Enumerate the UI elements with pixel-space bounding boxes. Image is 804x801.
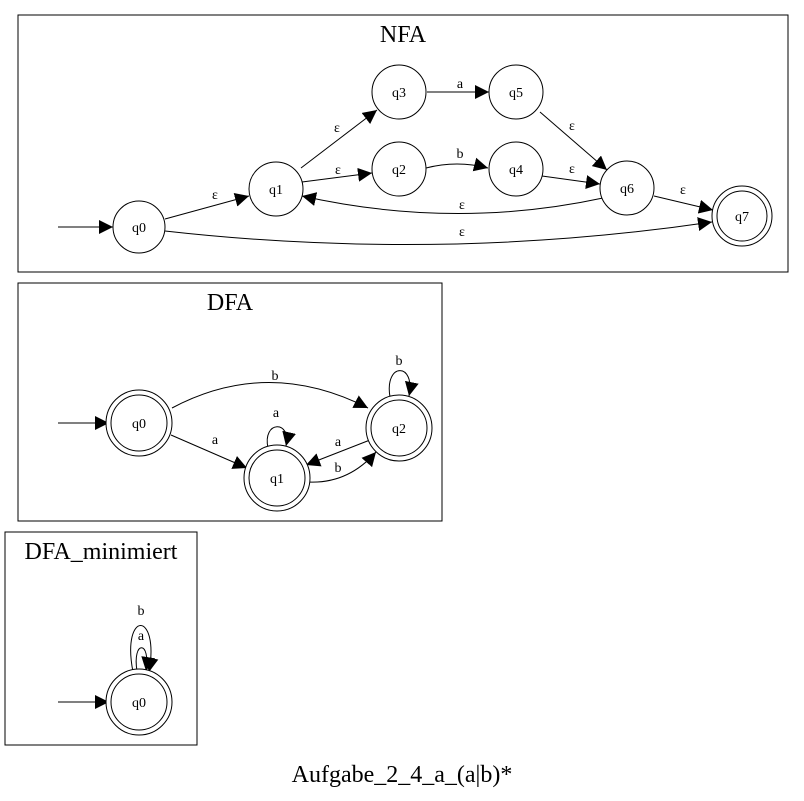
nfa-edge-q1-q2 [301,167,373,183]
nfa-edge-q6-q1 [301,192,604,214]
dfa-min-edge-label-a: a [138,629,145,644]
dfa-min-edge-q0-q0-b [130,625,159,673]
nfa-edge-label-q6-q1: ε [459,198,465,213]
nfa-state-q7: q7 [711,185,773,247]
cluster-dfa-min-border [4,531,198,746]
dfa-state-q2: q2 [365,394,433,462]
dfa-state-q1: q1 [243,444,311,512]
nfa-state-q0: q0 [112,200,166,254]
nfa-state-q6-label: q6 [620,182,634,197]
dfa-edge-q1-q2 [307,451,377,483]
dfa-edge-label-q1-q2: b [335,461,342,476]
nfa-state-q3-label: q3 [392,86,406,101]
nfa-state-q4: q4 [488,141,544,197]
nfa-state-q3: q3 [371,64,427,120]
dfa-state-q1-label: q1 [270,472,284,487]
nfa-edge-q4-q6 [541,175,601,190]
nfa-edge-q1-q3 [300,109,378,169]
dfa-edge-label-q0-q2: b [272,369,279,384]
dfa-state-q2-label: q2 [392,422,406,437]
dfa-edge-label-q2-q1: a [335,435,342,450]
dfa-min-state-q0: q0 [105,668,173,736]
nfa-edge-label-q6-q7: ε [680,183,686,198]
dfa-min-state-q0-label: q0 [132,696,146,711]
nfa-edge-label-q4-q6: ε [569,162,575,177]
dfa-edge-label-q1-q1: a [273,406,280,421]
nfa-edge-label-q2-q4: b [457,147,464,162]
cluster-dfa-border [17,282,443,522]
cluster-dfa-min-title: DFA_minimiert [25,539,178,565]
dfa-min-edge-q0-q0-a [135,647,156,672]
dfa-edge-q1-q1 [266,426,296,449]
nfa-edge-q0-q7 [164,217,713,246]
dfa-edge-q2-q2 [388,370,419,398]
nfa-state-q5: q5 [488,64,544,120]
cluster-nfa-title: NFA [380,22,427,48]
nfa-edge-label-q3-q5: a [457,77,464,92]
nfa-state-q6: q6 [599,160,655,216]
nfa-state-q1-label: q1 [269,183,283,198]
nfa-edge-q2-q4 [425,157,489,172]
nfa-state-q1: q1 [248,161,304,217]
cluster-nfa-border [17,14,789,273]
nfa-edge-label-q1-q2: ε [335,163,341,178]
dfa-state-q0-label: q0 [132,417,146,432]
dfa-edge-q2-q1 [305,439,371,467]
dfa-edge-label-q2-q2: b [396,354,403,369]
dfa-edge-label-q0-q1: a [212,433,219,448]
cluster-nfa: NFA ε ε ε a b ε ε ε ε ε q0 q1 [17,14,789,273]
cluster-dfa-title: DFA [207,290,254,316]
cluster-dfa: DFA b a a a b b q0 q1 q2 [17,282,443,522]
nfa-edge-label-q0-q7: ε [459,225,465,240]
nfa-edge-label-q1-q3: ε [334,121,340,136]
nfa-edge-q6-q7 [653,195,714,214]
nfa-state-q2-label: q2 [392,163,406,178]
nfa-edge-label-q5-q6: ε [569,119,575,134]
nfa-state-q7-label: q7 [735,210,749,225]
nfa-state-q0-label: q0 [132,221,146,236]
dfa-min-edge-label-b: b [138,604,145,619]
dfa-state-q0: q0 [105,389,173,457]
nfa-state-q2: q2 [371,141,427,197]
nfa-edge-q5-q6 [539,111,608,171]
nfa-state-q5-label: q5 [509,86,523,101]
nfa-edge-label-q0-q1: ε [212,188,218,203]
nfa-state-q4-label: q4 [509,163,523,178]
cluster-dfa-min: DFA_minimiert a b q0 [4,531,198,746]
dfa-edge-q0-q2 [171,382,369,409]
dfa-edge-q0-q1 [170,434,248,469]
nfa-edge-q0-q1 [164,192,250,220]
graph-title: Aufgabe_2_4_a_(a|b)* [292,762,513,788]
